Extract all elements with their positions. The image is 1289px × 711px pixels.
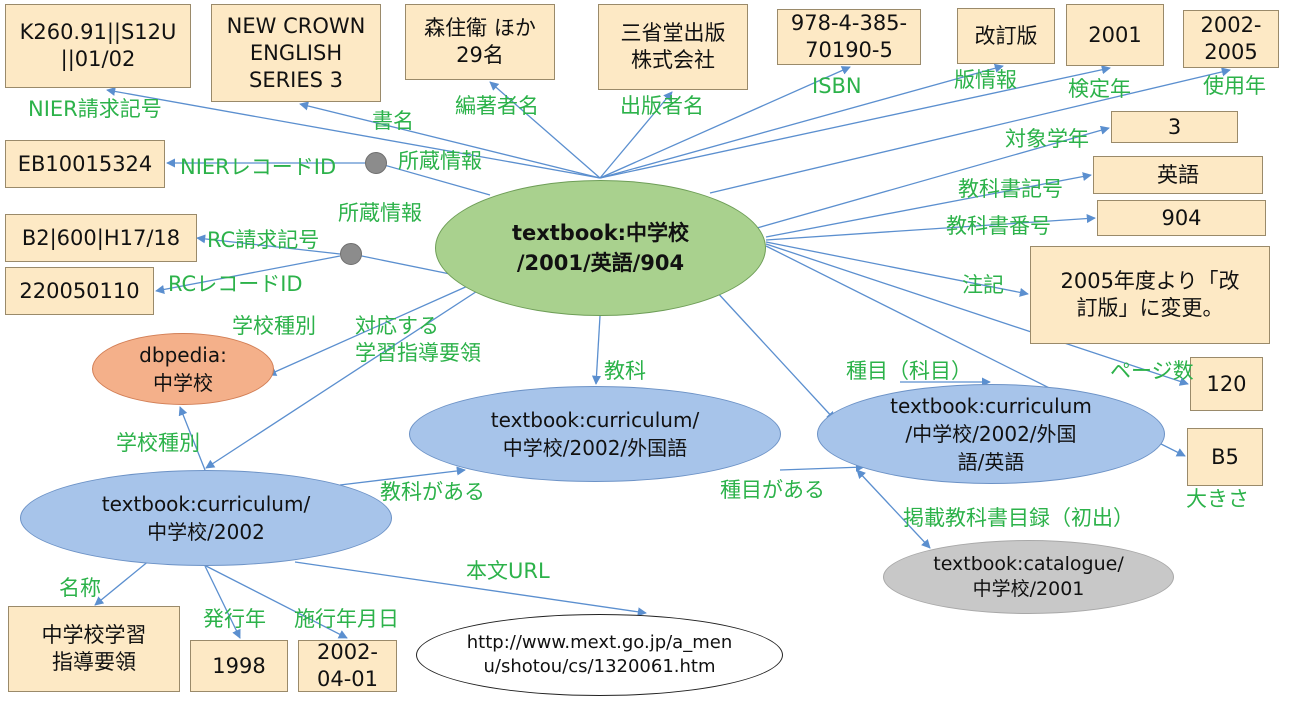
edge-label-use-years: 使用年 [1203,74,1266,98]
edge-label-nier-record-id: NIERレコードID [180,155,337,179]
edge-label-has-subject: 教科がある [380,480,485,504]
edge-holding-1 [376,160,491,196]
title-box: NEW CROWN ENGLISH SERIES 3 [211,4,381,102]
edge-publisher [599,91,673,179]
edge-label-holding-1: 所蔵情報 [398,149,482,173]
edge-subject-symbol [765,172,1092,238]
edge-catalogue [856,469,931,549]
edge-label-subject: 教科 [604,359,646,383]
subject-symbol-box: 英語 [1093,156,1263,194]
edge-authors [489,81,601,179]
enforce-date-box: 2002- 04-01 [298,640,397,692]
body-url-node: http://www.mext.go.jp/a_men u/shotou/cs/… [416,614,783,696]
edge-label-corresponding-guideline: 対応する 学習指導要領 [355,314,481,365]
edge-isbn [599,66,851,179]
curriculum-foreign-language-node: textbook:curriculum/ 中学校/2002/外国語 [409,386,781,482]
edge-subitem [714,289,836,421]
edge-note [765,241,1029,297]
edge-label-publisher: 出版者名 [620,94,704,118]
edge-label-size: 大きさ [1186,487,1249,511]
edge-body-url [294,561,647,617]
edge-label-note: 注記 [962,273,1004,297]
use-years-box: 2002- 2005 [1183,10,1279,68]
edge-label-rc-call-number: RC請求記号 [207,228,320,252]
holding-blank-node-nier [365,152,387,174]
edge-approval-year [599,65,1111,179]
edge-label-name: 名称 [59,576,101,600]
curriculum-2002-node: textbook:curriculum/ 中学校/2002 [20,470,392,566]
edge-label-grade: 対象学年 [1005,127,1089,151]
edge-label-title: 書名 [372,109,414,133]
approval-year-box: 2001 [1066,4,1164,66]
edge-textbook-number [765,214,1096,241]
edge-has-subject [339,466,466,486]
grade-box: 3 [1111,111,1238,143]
edge-label-textbook-number: 教科書番号 [946,214,1051,238]
edge-school-type-1 [267,284,471,376]
edge-grade [756,125,1110,229]
note-box: 2005年度より「改 訂版」に変更。 [1030,246,1270,344]
edge-label-authors: 編著者名 [455,94,539,118]
authors-box: 森住衛 ほか 29名 [405,4,555,80]
rc-call-number-box: B2|600|H17/18 [5,214,197,262]
size-box: B5 [1187,428,1263,486]
edge-holding-2 [351,251,456,276]
edge-label-rc-record-id: RCレコードID [168,272,303,296]
nier-call-number-box: K260.91||S12U ||01/02 [5,4,191,88]
edge-label-holding-2: 所蔵情報 [338,201,422,225]
edge-label-enforce-date: 施行年月日 [294,607,399,631]
edge-has-subitem [779,462,865,472]
nier-record-id-box: EB10015324 [5,140,165,188]
edge-enforce-date [205,565,348,639]
publisher-box: 三省堂出版 株式会社 [598,4,748,90]
pages-box: 120 [1190,357,1263,411]
edge-label-subject-symbol: 教科書記号 [958,177,1063,201]
edge-corresponding-guideline [205,283,489,469]
edge-pages [765,243,1189,386]
dbpedia-node: dbpedia: 中学校 [92,333,274,405]
edge-label-issue-year: 発行年 [203,607,266,631]
curriculum-english-node: textbook:curriculum /中学校/2002/外国 語/英語 [817,384,1165,484]
edge-label-body-url: 本文URL [466,559,550,583]
main-textbook-node: textbook:中学校 /2001/英語/904 [435,180,766,316]
catalogue-node: textbook:catalogue/ 中学校/2001 [883,540,1174,614]
edge-label-nier-call-number: NIER請求記号 [28,97,162,121]
edge-title [299,101,601,179]
edge-label-subitem: 種目（科目） [846,359,972,383]
guideline-name-box: 中学校学習 指導要領 [8,606,180,692]
edge-nier-call-number [106,86,601,179]
edge-rc-call-number [196,234,341,255]
edge-label-has-subitem: 種目がある [720,478,825,502]
edge-label-approval-year: 検定年 [1068,77,1131,101]
issue-year-box: 1998 [190,640,288,692]
edge-label-school-type-1: 学校種別 [232,314,316,338]
edge-school-type-2 [178,406,206,471]
edge-edition [599,63,1004,179]
edge-use-years [709,67,1231,194]
holding-blank-node-rc [340,243,362,265]
edition-box: 改訂版 [957,8,1055,64]
edge-rc-record-id [155,255,341,294]
edge-label-edition: 版情報 [954,68,1017,92]
isbn-box: 978-4-385- 70190-5 [777,9,921,65]
edge-issue-year [204,565,241,639]
edge-subject [591,315,602,385]
edge-label-isbn: ISBN [812,74,862,98]
edge-name [94,559,151,606]
rc-record-id-box: 220050110 [5,267,154,315]
textbook-number-box: 904 [1097,200,1266,236]
edge-label-school-type-2: 学校種別 [116,431,200,455]
edge-label-pages: ページ数 [1110,359,1194,383]
edge-label-catalogue: 掲載教科書目録（初出） [903,506,1134,530]
